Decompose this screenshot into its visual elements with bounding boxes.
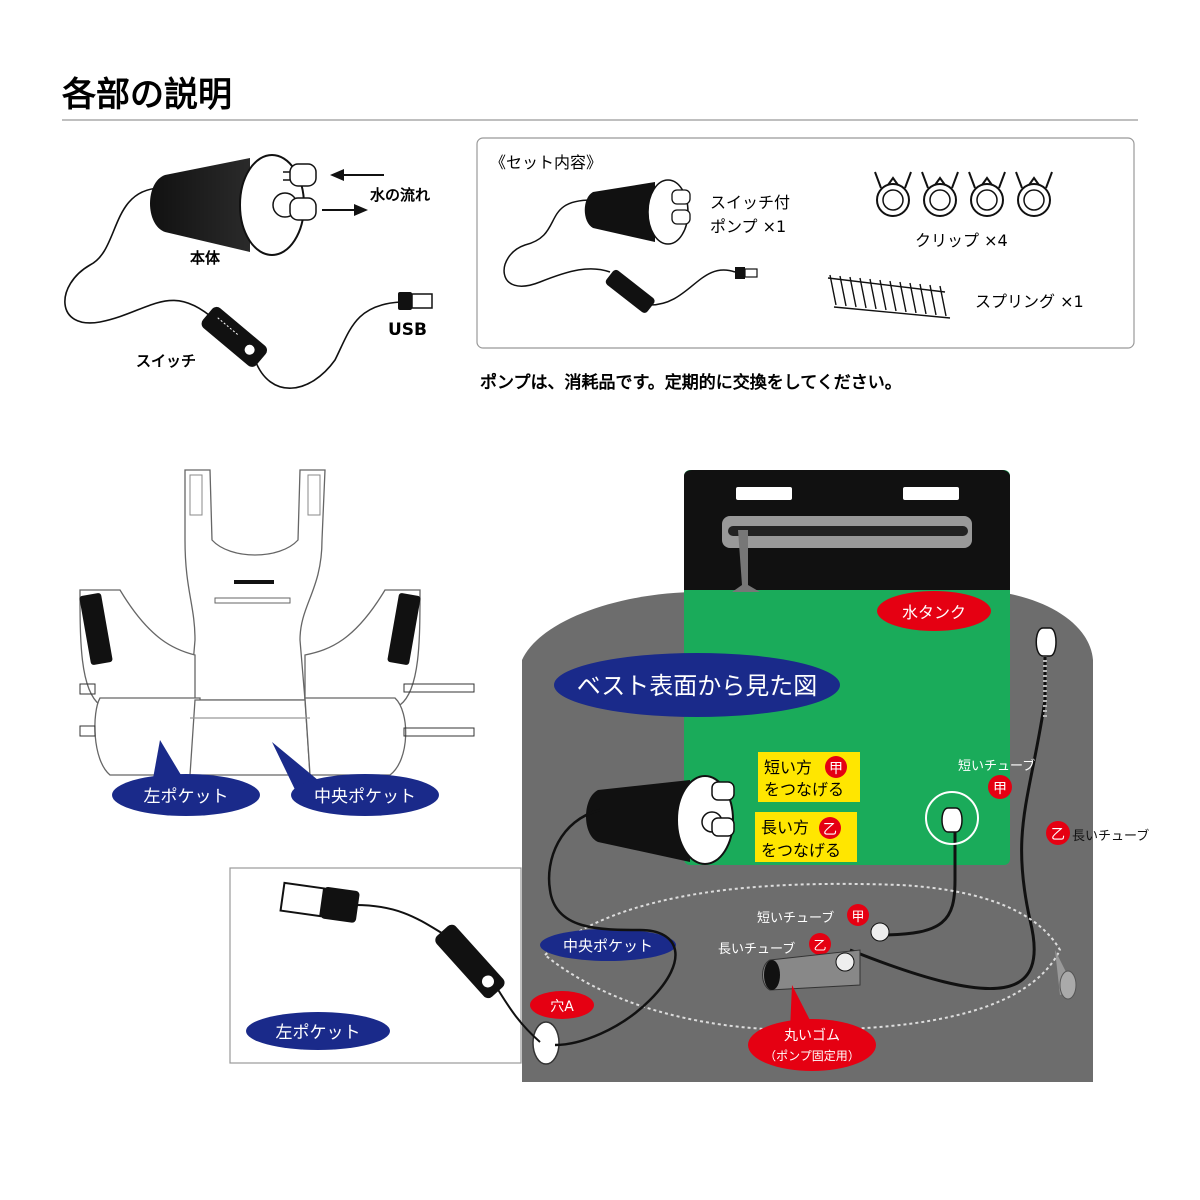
nozzle-short bbox=[289, 163, 317, 187]
pump-illustration bbox=[64, 154, 433, 389]
usb-plug bbox=[398, 292, 433, 310]
tank-zipper-pull bbox=[732, 530, 760, 592]
vest-back-panel bbox=[184, 469, 326, 701]
nozzle-long bbox=[289, 197, 317, 221]
kou-mark-2: 甲 bbox=[993, 781, 1007, 797]
callout-center-pocket bbox=[291, 774, 439, 816]
vest-illustration bbox=[79, 469, 421, 776]
label-left-pocket: 左ポケット bbox=[144, 787, 229, 807]
vest-left-strap bbox=[79, 593, 113, 665]
long-side-box bbox=[755, 812, 857, 862]
short-tube bbox=[879, 830, 957, 937]
rubber-line1: 丸いゴム bbox=[784, 1027, 840, 1044]
flow-arrow-in bbox=[330, 169, 344, 181]
long-tube-cap bbox=[1035, 627, 1057, 657]
section-title: 各部の説明 bbox=[62, 75, 232, 115]
short-tube-label-top: 短いチューブ bbox=[958, 758, 1035, 774]
short-side-line2: をつなげる bbox=[764, 780, 844, 799]
callout-left-pocket-detail bbox=[246, 1012, 390, 1050]
vest-left-pocket bbox=[94, 697, 201, 776]
label-center-pocket: 中央ポケット bbox=[314, 787, 416, 807]
long-side-line2: をつなげる bbox=[761, 841, 841, 860]
center-pocket-outline bbox=[543, 882, 1062, 1032]
otsu-mark-1: 乙 bbox=[823, 822, 837, 838]
spring-illustration bbox=[827, 274, 951, 319]
callout-hole-a bbox=[530, 991, 594, 1019]
kou-mark-1: 甲 bbox=[829, 761, 843, 777]
label-water-flow: 水の流れ bbox=[370, 186, 430, 204]
vest-right-strap bbox=[387, 593, 421, 665]
callout-left-pocket bbox=[112, 774, 260, 816]
otsu-mark-3: 乙 bbox=[813, 939, 826, 954]
flow-arrow-out bbox=[354, 204, 368, 216]
detail-pump bbox=[586, 775, 735, 865]
view-title: ベスト表面から見た図 bbox=[577, 672, 817, 700]
long-side-line1: 長い方 bbox=[761, 818, 809, 837]
set-contents-title: 《セット内容》 bbox=[490, 153, 602, 172]
detail-pump-cable bbox=[547, 808, 677, 1047]
label-left-pocket-detail: 左ポケット bbox=[276, 1023, 361, 1043]
label-usb: USB bbox=[388, 320, 427, 340]
switch-unit bbox=[201, 306, 268, 367]
rubber-band bbox=[762, 949, 861, 991]
set-pump-line1: スイッチ付 bbox=[710, 193, 790, 212]
callout-water-tank bbox=[877, 591, 991, 631]
label-switch: スイッチ bbox=[136, 352, 196, 370]
inset-switch bbox=[435, 924, 505, 999]
hole-a bbox=[532, 1021, 560, 1065]
rubber-line2: （ポンプ固定用） bbox=[764, 1048, 860, 1063]
pump-cable bbox=[64, 187, 216, 324]
consumable-note: ポンプは、消耗品です。定期的に交換をしてください。 bbox=[480, 372, 902, 393]
callout-view-title bbox=[554, 653, 840, 717]
label-water-tank: 水タンク bbox=[902, 603, 966, 622]
set-pump-line2: ポンプ ×1 bbox=[710, 217, 786, 236]
label-body: 本体 bbox=[190, 249, 221, 267]
kou-mark-3: 甲 bbox=[851, 910, 864, 925]
spring-label: スプリング ×1 bbox=[975, 292, 1084, 311]
set-pump-illustration bbox=[503, 179, 758, 313]
long-tube-label-right: 長いチューブ bbox=[1072, 828, 1149, 844]
short-tube-label-pocket: 短いチューブ bbox=[757, 910, 834, 926]
label-hole-a: 穴A bbox=[550, 999, 574, 1015]
vest-right-pocket bbox=[304, 697, 407, 776]
long-tube-label-pocket: 長いチューブ bbox=[718, 941, 795, 957]
callout-center-pocket-detail bbox=[540, 929, 676, 961]
clip-label: クリップ ×4 bbox=[915, 231, 1008, 250]
callout-rubber bbox=[748, 1019, 876, 1071]
label-center-pocket-detail: 中央ポケット bbox=[563, 937, 653, 955]
clips-illustration bbox=[874, 171, 1053, 217]
inset-usb-plug bbox=[279, 881, 360, 923]
short-tube-cap bbox=[941, 807, 963, 833]
short-side-line1: 短い方 bbox=[764, 758, 812, 777]
usb-cable bbox=[254, 301, 401, 389]
pump-body bbox=[150, 158, 250, 252]
otsu-mark-2: 乙 bbox=[1051, 827, 1065, 843]
